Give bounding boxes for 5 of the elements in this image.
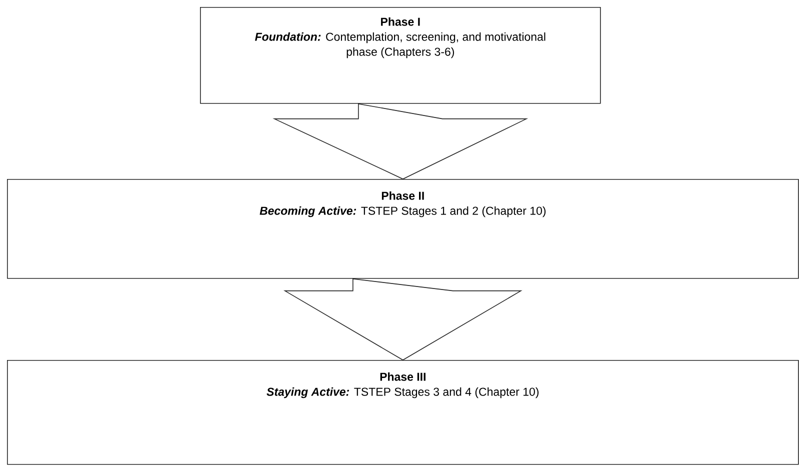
block-arrow [272,103,528,180]
block-arrow [283,278,522,360]
phase-box: Phase III Staying Active: TSTEP Stages 3 and 4 (Chapter 10) [7,360,799,465]
phase-box: Phase I Foundation: Contemplation, screening, and motivational phase (Chapters 3-6) [200,7,601,104]
phase-box: Phase II Becoming Active: TSTEP Stages 1 and 2 (Chapter 10) [7,179,799,279]
